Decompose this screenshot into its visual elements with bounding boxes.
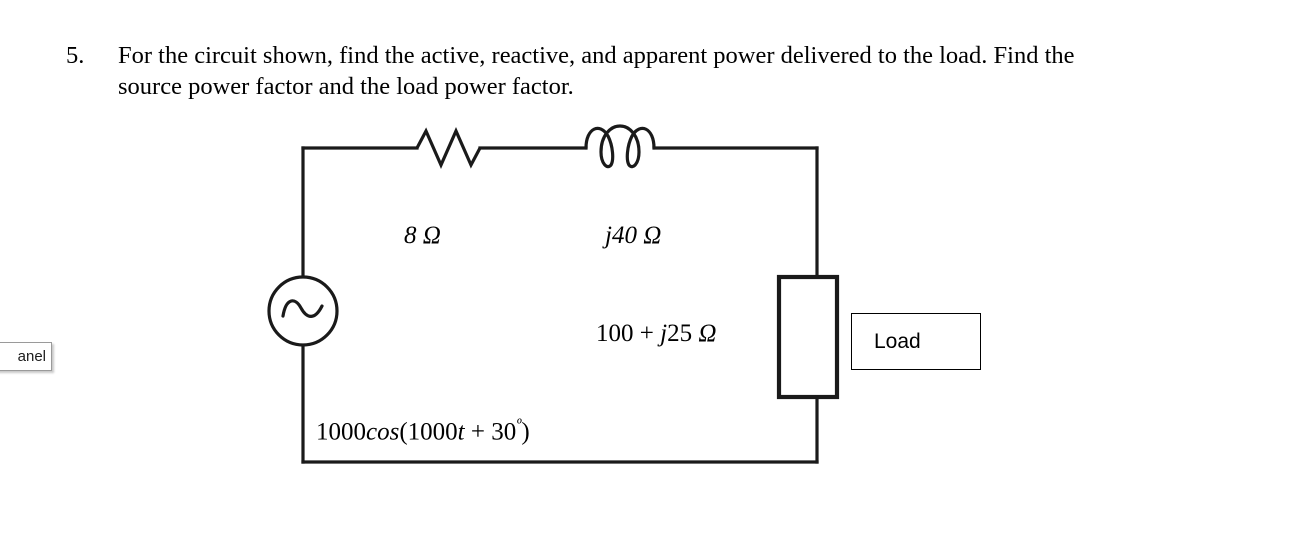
question-block: 5. For the circuit shown, find the activ…: [66, 40, 1276, 102]
load-impedance-block: [776, 274, 840, 400]
source-amplitude: 1000: [316, 418, 366, 446]
load-impedance-label: 100 + j25 Ω: [596, 320, 716, 348]
source-phase-angle: 30: [491, 418, 517, 446]
source-voltage-label: 1000cos(1000t + 30º): [316, 415, 530, 446]
source-angular-frequency: 1000: [407, 418, 458, 446]
impedance-plus-sign: +: [639, 320, 654, 347]
inductor-value-label: j40 Ω: [605, 222, 661, 250]
inductor-symbol: [584, 124, 656, 169]
load-label-box: Load: [851, 313, 981, 370]
resistor-value: 8: [404, 222, 417, 249]
clipped-panel-button[interactable]: anel: [0, 342, 52, 371]
load-label-text: Load: [874, 329, 921, 353]
ac-source-sine-icon: [281, 299, 324, 318]
impedance-unit-omega: Ω: [698, 320, 717, 347]
source-close-paren: ): [521, 418, 530, 446]
question-text-line-2: source power factor and the load power f…: [118, 73, 574, 100]
question-text-line-1: For the circuit shown, find the active, …: [118, 42, 1075, 69]
inductor-value: 40: [611, 222, 637, 249]
source-time-variable: t: [457, 418, 465, 446]
clipped-panel-button-label: anel: [17, 348, 46, 365]
source-cos-function: cos: [366, 418, 400, 446]
source-plus-sign: +: [470, 418, 485, 446]
source-open-paren: (: [399, 418, 408, 446]
question-line-1: 5. For the circuit shown, find the activ…: [66, 40, 1276, 71]
impedance-j-symbol: j: [660, 320, 668, 347]
question-number: 5.: [66, 42, 85, 69]
inductor-j-symbol: j: [605, 222, 612, 249]
resistor-unit-omega: Ω: [422, 222, 441, 249]
impedance-real-part: 100: [596, 320, 634, 347]
inductor-unit-omega: Ω: [643, 222, 662, 249]
resistor-symbol: [415, 127, 482, 169]
resistor-value-label: 8 Ω: [404, 222, 441, 250]
impedance-imaginary-part: 25: [667, 320, 693, 347]
source-degree-symbol: º: [516, 415, 522, 434]
